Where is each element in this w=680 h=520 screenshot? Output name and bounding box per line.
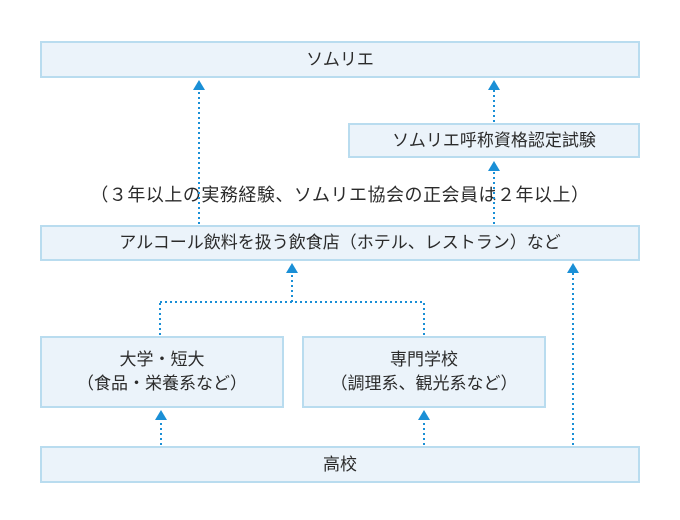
node-high-school: 高校: [40, 446, 640, 483]
arrowhead-icon: [418, 410, 430, 420]
node-sommelier: ソムリエ: [40, 41, 640, 78]
arrowhead-icon: [286, 263, 298, 273]
node-vocational-school: 専門学校 （調理系、観光系など）: [302, 336, 546, 408]
node-restaurant: アルコール飲料を扱う飲食店（ホテル、レストラン）など: [40, 225, 640, 261]
node-vocational-title: 専門学校: [390, 350, 458, 370]
node-restaurant-label: アルコール飲料を扱う飲食店（ホテル、レストラン）など: [119, 233, 561, 253]
arrowhead-icon: [193, 80, 205, 90]
experience-requirement-note: （３年以上の実務経験、ソムリエ協会の正会員は２年以上）: [90, 185, 590, 206]
arrowhead-icon: [155, 410, 167, 420]
node-university: 大学・短大 （食品・栄養系など）: [40, 336, 284, 408]
node-university-title: 大学・短大: [119, 350, 205, 370]
node-sommelier-exam: ソムリエ呼称資格認定試験: [348, 123, 640, 158]
node-high-school-label: 高校: [323, 454, 357, 475]
arrowhead-icon: [488, 161, 500, 171]
node-sommelier-exam-label: ソムリエ呼称資格認定試験: [392, 130, 596, 151]
arrowhead-icon: [567, 263, 579, 273]
node-university-subtitle: （食品・栄養系など）: [77, 374, 247, 394]
arrowhead-icon: [488, 80, 500, 90]
node-sommelier-label: ソムリエ: [306, 49, 374, 70]
node-vocational-subtitle: （調理系、観光系など）: [330, 374, 518, 394]
